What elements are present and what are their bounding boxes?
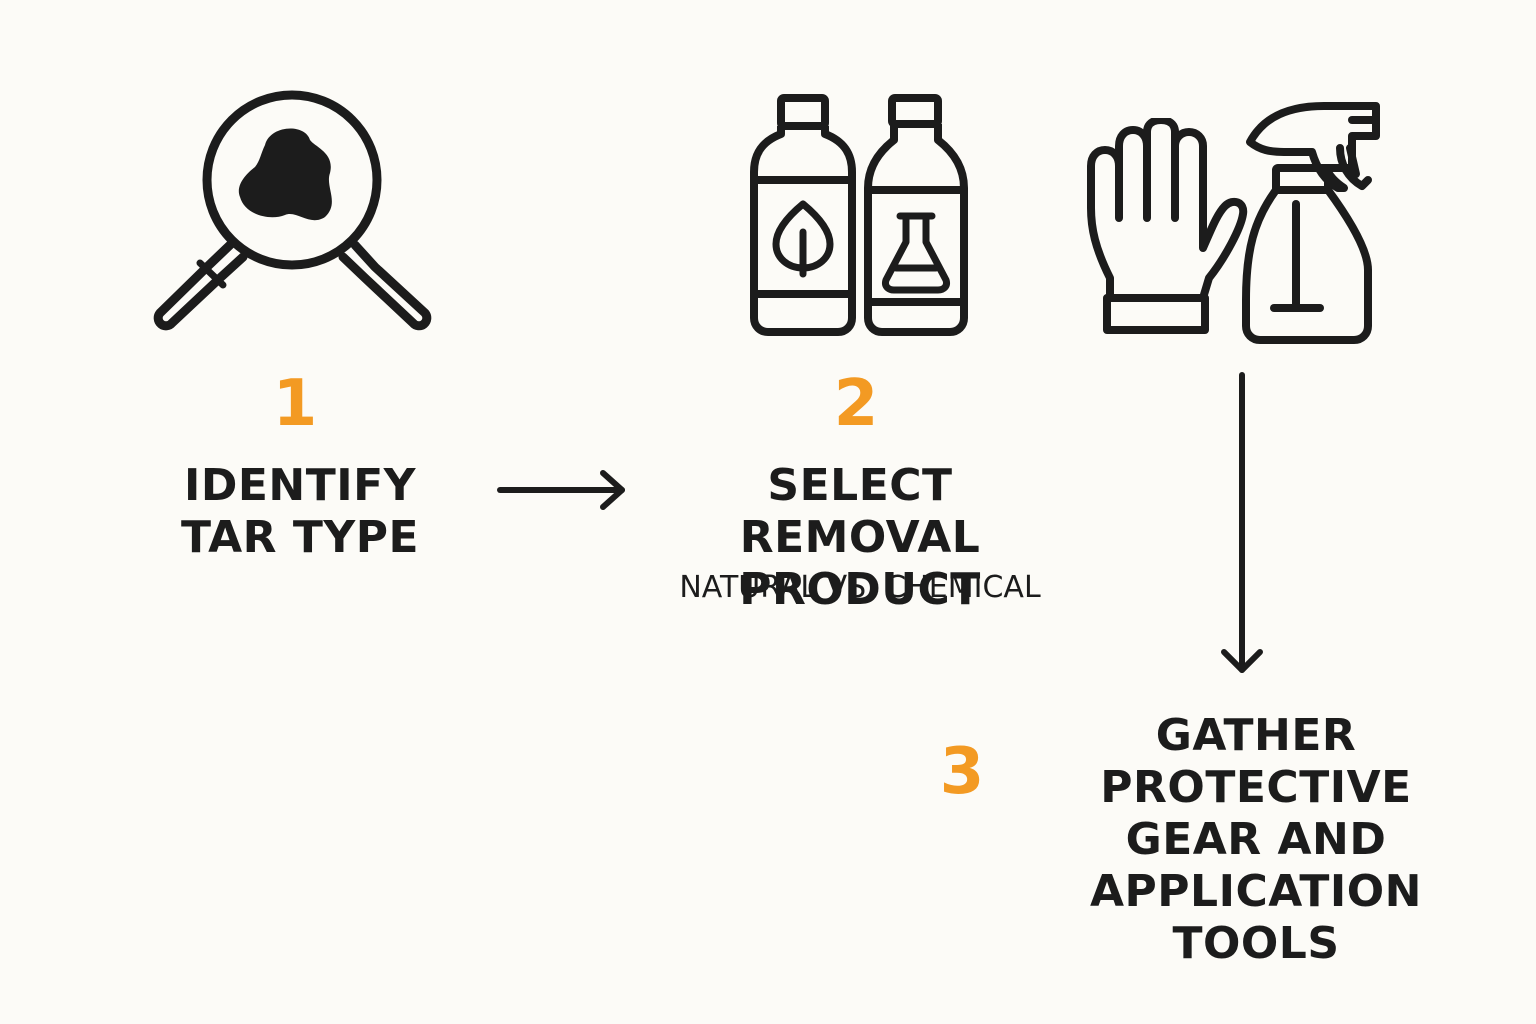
natural-bottle-icon — [750, 94, 856, 336]
leaf-icon — [772, 200, 834, 278]
step-2-subtitle: NATURAL VS. CHEMICAL — [679, 570, 1041, 605]
step-3-number: 3 — [939, 735, 985, 809]
step-3-title: GATHER PROTECTIVE GEAR AND APPLICATION T… — [1090, 710, 1422, 969]
tar-blob-icon — [238, 128, 332, 221]
magnifying-glass-icon — [153, 90, 432, 331]
step-1-number: 1 — [272, 367, 318, 441]
glove-icon — [1087, 118, 1248, 334]
arrow-down-icon — [1221, 372, 1263, 673]
step-1-title: IDENTIFY TAR TYPE — [180, 460, 420, 563]
step-2-number: 2 — [833, 367, 879, 441]
spray-bottle-icon — [1242, 102, 1380, 344]
flask-icon — [882, 212, 950, 294]
chemical-bottle-icon — [864, 94, 968, 336]
step-2-title: SELECT REMOVAL PRODUCT — [739, 460, 981, 615]
arrow-right-icon — [497, 470, 625, 510]
